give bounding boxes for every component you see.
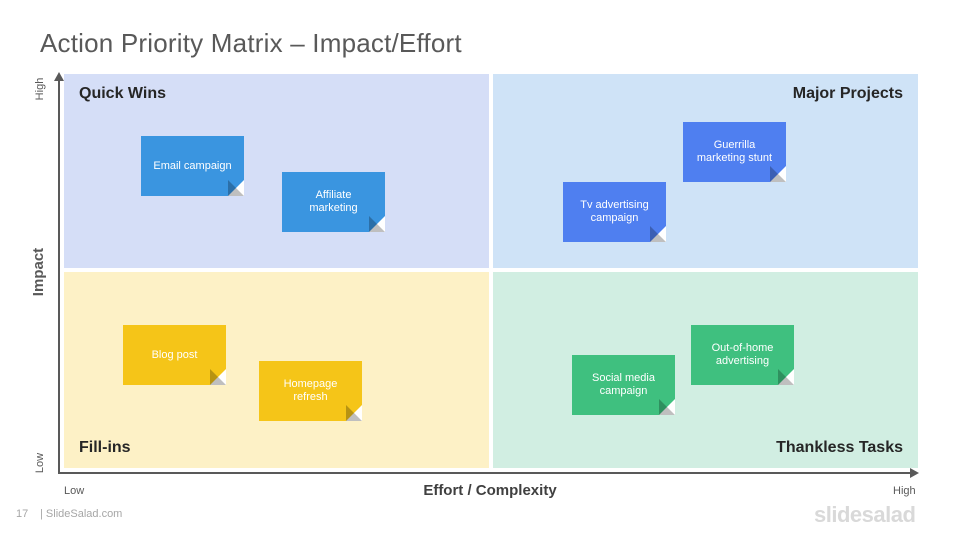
- x-axis-title: Effort / Complexity: [423, 482, 557, 499]
- x-axis-arrow-icon: [910, 468, 919, 478]
- x-axis-line: [58, 472, 912, 474]
- brand-logo: slidesalad: [814, 502, 916, 527]
- note-out-of-home-advertising: Out-of-home advertising: [691, 325, 794, 385]
- note-social-media-campaign: Social media campaign: [572, 355, 675, 415]
- note-fold: [778, 369, 794, 385]
- x-axis-low-label: Low: [64, 485, 85, 497]
- quadrant-label-fill-ins: Fill-ins: [79, 439, 131, 456]
- y-axis-high-label: High: [34, 77, 46, 101]
- note-fold: [369, 216, 385, 232]
- note-label: Affiliate marketing: [309, 189, 358, 214]
- slide-number: 17: [16, 508, 29, 520]
- note-fold: [650, 226, 666, 242]
- quadrant-quick-wins: Quick Wins: [64, 74, 489, 268]
- quadrant-thankless-tasks: Thankless Tasks: [493, 272, 918, 468]
- note-fold: [770, 166, 786, 182]
- x-axis-high-label: High: [893, 485, 916, 497]
- note-label: Out-of-home advertising: [711, 342, 774, 367]
- y-axis-line: [58, 80, 60, 474]
- note-fold: [659, 399, 675, 415]
- note-homepage-refresh: Homepage refresh: [259, 361, 362, 421]
- y-axis-arrow-icon: [54, 72, 64, 81]
- note-label: Email campaign: [153, 159, 232, 172]
- note-label: Guerrilla marketing stunt: [696, 139, 773, 164]
- footer-site-link: | SlideSalad.com: [40, 508, 123, 520]
- quadrant-label-quick-wins: Quick Wins: [79, 85, 166, 102]
- note-fold: [210, 369, 226, 385]
- note-fold: [346, 405, 362, 421]
- note-fold: [228, 180, 244, 196]
- note-blog-post: Blog post: [123, 325, 226, 385]
- page-title: Action Priority Matrix – Impact/Effort: [40, 28, 462, 58]
- note-label: Social media campaign: [592, 372, 655, 397]
- note-tv-advertising-campaign: Tv advertising campaign: [563, 182, 666, 242]
- quadrant-label-thankless-tasks: Thankless Tasks: [776, 439, 903, 456]
- y-axis-title: Impact: [30, 247, 47, 297]
- note-email-campaign: Email campaign: [141, 136, 244, 196]
- quadrant-label-major-projects: Major Projects: [792, 85, 903, 102]
- note-guerrilla-marketing-stunt: Guerrilla marketing stunt: [683, 122, 786, 182]
- note-label: Tv advertising campaign: [580, 199, 649, 224]
- note-label: Homepage refresh: [283, 378, 338, 403]
- note-label: Blog post: [151, 348, 198, 361]
- y-axis-low-label: Low: [34, 452, 46, 474]
- note-affiliate-marketing: Affiliate marketing: [282, 172, 385, 232]
